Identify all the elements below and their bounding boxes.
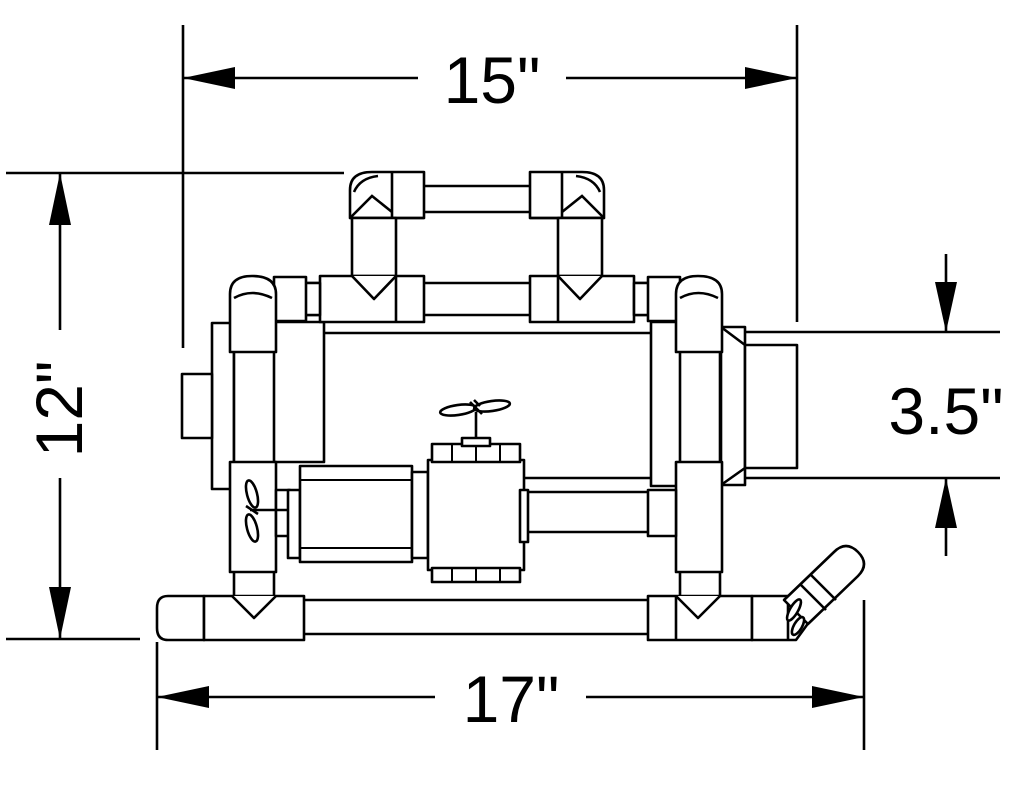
- dimension-height: 12": [22, 361, 96, 458]
- cross-tube: [518, 488, 678, 538]
- dimension-lines: [6, 25, 1000, 750]
- nozzle: [782, 544, 866, 626]
- motor-icon: [286, 464, 430, 564]
- top-rail: [272, 274, 682, 324]
- housing-plates: [180, 320, 799, 491]
- top-handle: [348, 170, 606, 278]
- propeller-icon: [244, 479, 288, 543]
- right-upright: [674, 274, 724, 602]
- bottom-rail: [155, 594, 814, 642]
- dimension-top-width: 15": [444, 43, 541, 117]
- propeller-icon: [438, 399, 512, 448]
- dimension-bottom-width: 17": [463, 662, 560, 736]
- center-box: [426, 442, 530, 584]
- propeller-icon: [785, 598, 806, 637]
- dimension-side-opening: 3.5": [888, 374, 1003, 448]
